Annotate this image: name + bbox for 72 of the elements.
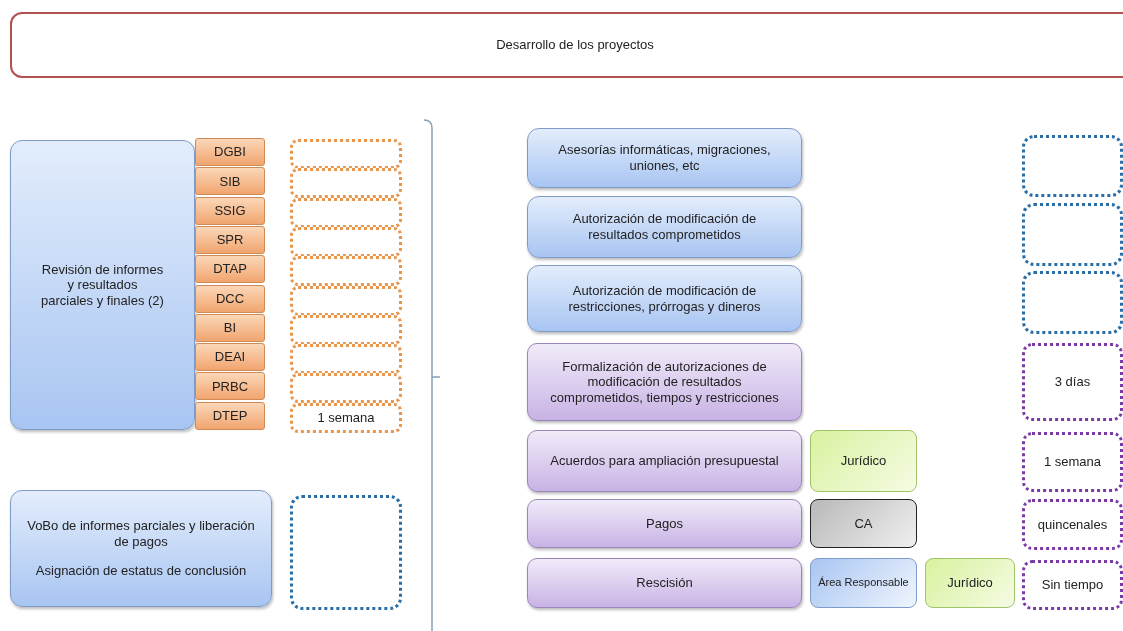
empty-dotted-box — [1022, 135, 1123, 197]
box-label: SPR — [216, 232, 244, 248]
responsible-box — [810, 558, 917, 608]
box-label: DGBI — [214, 144, 246, 160]
box-label: Pagos — [646, 515, 683, 532]
box-label: Revisión de informes y resultados parciales y finales (2) — [41, 261, 164, 309]
unit-tag — [195, 313, 265, 342]
box-label: SSIG — [214, 202, 246, 219]
box-label: DTEP — [212, 407, 248, 424]
box-label: Formalización de autorizaciones de modificación de resultados comprometidos, tiempos y restricciones — [550, 358, 779, 406]
box-label: SIB — [219, 173, 241, 190]
dotted-box — [1022, 499, 1123, 550]
empty-dotted-box — [1022, 271, 1123, 334]
responsible-box — [925, 558, 1015, 608]
box-label: DTAP — [213, 261, 247, 277]
empty-dotted-box — [290, 344, 402, 375]
unit-tag — [195, 255, 265, 284]
box-label: Jurídico — [840, 453, 887, 469]
process-box — [527, 196, 802, 258]
box-label: 3 días — [1054, 374, 1091, 390]
box-label: Área Responsable — [818, 576, 909, 590]
process-box — [10, 490, 272, 607]
box-label: DCC — [215, 290, 245, 307]
dotted-box — [1022, 432, 1123, 492]
unit-tag — [195, 284, 265, 313]
empty-dotted-box — [290, 139, 402, 169]
box-label: VoBo de informes parciales y liberación de pagos — [27, 518, 255, 550]
box-label: Rescisión — [636, 575, 693, 591]
box-label: Autorización de modificación de restricciones, prórrogas y dineros — [567, 282, 762, 315]
dotted-box — [1022, 343, 1123, 421]
box-label: Jurídico — [947, 575, 993, 591]
unit-tag — [195, 343, 265, 372]
process-box — [527, 128, 802, 188]
process-box — [527, 558, 802, 608]
box-label: Asesorías informáticas, migraciones, uniones, etc — [557, 142, 772, 174]
unit-tag — [195, 225, 265, 254]
box-label: Asignación de estatus de conclusión — [35, 563, 247, 579]
box-label: quincenales — [1037, 516, 1108, 533]
unit-tag — [195, 138, 265, 166]
responsible-box — [810, 499, 917, 548]
process-box — [527, 430, 802, 492]
title-box — [10, 12, 1123, 78]
box-label: Sin tiempo — [1041, 577, 1104, 593]
dotted-box — [1022, 560, 1123, 610]
box-label: DEAI — [214, 349, 246, 365]
dotted-box — [290, 402, 402, 433]
empty-dotted-box — [290, 314, 402, 345]
responsible-box — [810, 430, 917, 492]
box-label: 1 semana — [1043, 454, 1102, 470]
unit-tag — [195, 401, 265, 430]
empty-dotted-box — [290, 285, 402, 316]
box-label: 1 semana — [317, 409, 375, 426]
empty-dotted-box — [290, 197, 402, 228]
unit-tag — [195, 196, 265, 225]
process-box — [10, 140, 195, 430]
empty-dotted-box — [290, 373, 402, 404]
process-box — [527, 343, 802, 421]
empty-dotted-box — [290, 226, 402, 257]
process-box — [527, 499, 802, 548]
process-box — [527, 265, 802, 332]
empty-dotted-box — [290, 168, 402, 199]
title-text: Desarrollo de los proyectos — [496, 37, 654, 53]
empty-dotted-box — [290, 256, 402, 287]
empty-dotted-box — [290, 495, 402, 610]
box-label: BI — [223, 320, 237, 336]
box-label: CA — [854, 515, 873, 532]
unit-tag — [195, 167, 265, 196]
box-label: PRBC — [211, 378, 249, 395]
unit-tag — [195, 372, 265, 401]
box-label: Autorización de modificación de resultados comprometidos — [571, 211, 758, 243]
box-label: Acuerdos para ampliación presupuestal — [550, 453, 779, 469]
empty-dotted-box — [1022, 203, 1123, 266]
